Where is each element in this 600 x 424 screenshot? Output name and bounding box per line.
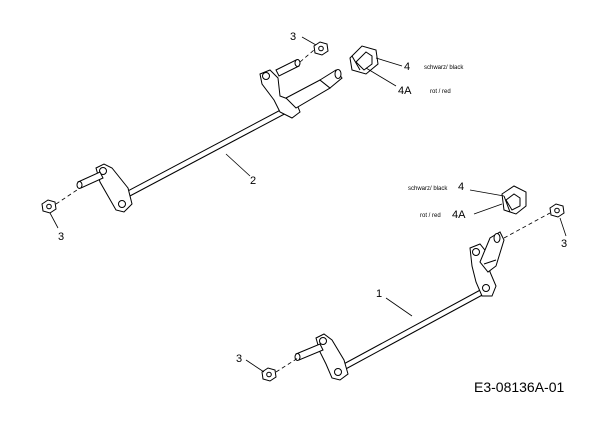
drawing-id: E3-08136A-01	[474, 379, 565, 395]
lower-axle-assembly	[294, 231, 505, 381]
callout-axle-lower: 1	[376, 288, 382, 300]
note-lower-red: rot / red	[420, 213, 441, 219]
callout-cap-lower-alt: 4A	[452, 209, 466, 221]
callout-cap-upper-alt: 4A	[398, 85, 412, 97]
lower-right-bracket	[469, 243, 497, 297]
lower-right-assembly-line	[503, 212, 551, 239]
lower-left-assembly-line	[275, 357, 299, 373]
callout-cap-upper: 4	[404, 61, 410, 73]
callout-nut-right: 3	[561, 238, 567, 250]
note-upper-red: rot / red	[430, 89, 451, 95]
note-lower-black: schwarz/ black	[408, 186, 448, 192]
callout-nut-top: 3	[290, 31, 296, 43]
upper-right-nut	[313, 41, 329, 56]
upper-cap	[349, 45, 379, 75]
upper-axle-assembly	[76, 59, 343, 213]
lower-steering-arm	[479, 231, 505, 273]
upper-left-spindle	[76, 171, 104, 189]
lower-left-nut	[261, 367, 277, 382]
upper-axle-rod	[125, 104, 293, 198]
leader-lines	[49, 36, 567, 373]
lower-cap	[501, 185, 527, 215]
lower-left-bracket	[315, 333, 349, 381]
upper-tie-rod-end	[285, 69, 343, 109]
upper-left-bracket	[95, 163, 133, 213]
callout-nut-bottom: 3	[236, 353, 242, 365]
upper-left-assembly-line	[55, 187, 81, 205]
lower-left-spindle	[294, 343, 324, 361]
upper-right-bracket	[259, 69, 301, 119]
upper-left-nut	[41, 199, 57, 214]
callout-cap-lower: 4	[458, 181, 464, 193]
callout-nut-left: 3	[58, 231, 64, 243]
lower-axle-rod	[339, 287, 487, 372]
note-upper-black: schwarz/ black	[424, 65, 464, 71]
upper-right-spindle	[275, 59, 301, 77]
upper-right-assembly-line	[299, 49, 315, 63]
callout-axle-upper: 2	[250, 175, 256, 187]
lower-right-nut	[549, 203, 565, 218]
